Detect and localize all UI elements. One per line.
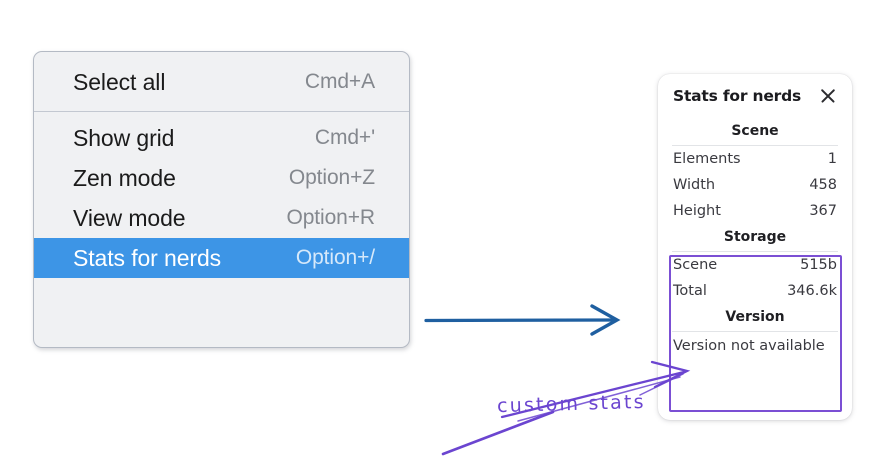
menu-item-show-grid[interactable]: Show grid Cmd+'	[34, 118, 409, 158]
stat-key: Scene	[673, 257, 718, 273]
menu-item-label: Stats for nerds	[73, 244, 222, 271]
stat-row-elements: Elements 1	[670, 146, 840, 172]
flow-arrow-icon	[424, 304, 621, 336]
menu-divider	[34, 111, 409, 112]
custom-stats-annotation-label: custom stats	[496, 390, 647, 418]
stat-row-storage-total: Total 346.6k	[670, 278, 840, 304]
stat-value: 458	[809, 177, 837, 193]
context-menu[interactable]: Select all Cmd+A Show grid Cmd+' Zen mod…	[33, 51, 410, 348]
menu-item-shortcut: Option+R	[286, 206, 375, 229]
stat-key: Height	[673, 203, 721, 219]
stat-row-height: Height 367	[670, 198, 840, 224]
section-heading-scene: Scene	[731, 123, 779, 139]
section-divider	[672, 331, 838, 332]
menu-item-label: Zen mode	[73, 164, 176, 191]
stats-for-nerds-panel[interactable]: Stats for nerds Scene Elements 1 Width 4…	[658, 74, 852, 420]
stat-key: Width	[673, 177, 716, 193]
version-note: Version not available	[673, 338, 825, 354]
menu-item-select-all[interactable]: Select all Cmd+A	[34, 62, 409, 102]
section-heading-storage: Storage	[723, 229, 787, 245]
menu-item-view-mode[interactable]: View mode Option+R	[34, 198, 409, 238]
section-divider	[672, 145, 838, 146]
stat-key: Elements	[673, 151, 741, 167]
stat-value: 367	[809, 203, 837, 219]
custom-stats-underline-stroke-icon	[441, 410, 555, 456]
menu-item-label: View mode	[73, 204, 186, 231]
stat-row-storage-scene: Scene 515b	[670, 252, 840, 278]
close-icon[interactable]	[818, 86, 838, 106]
stat-row-width: Width 458	[670, 172, 840, 198]
stat-value: 515b	[800, 257, 837, 273]
menu-item-shortcut: Cmd+A	[304, 70, 375, 93]
menu-item-stats-for-nerds[interactable]: Stats for nerds Option+/	[34, 238, 409, 278]
panel-titlebar: Stats for nerds	[670, 74, 840, 118]
menu-item-shortcut: Option+Z	[288, 166, 375, 189]
menu-item-shortcut: Cmd+'	[314, 126, 375, 149]
menu-item-label: Show grid	[73, 124, 175, 151]
stat-key: Total	[673, 283, 707, 299]
panel-title: Stats for nerds	[673, 87, 802, 105]
section-heading-version: Version	[725, 309, 785, 325]
menu-group-2: Show grid Cmd+' Zen mode Option+Z View m…	[34, 112, 409, 284]
stat-value: 346.6k	[787, 283, 837, 299]
menu-item-label: Select all	[73, 68, 166, 95]
section-divider	[672, 251, 838, 252]
menu-group-1: Select all Cmd+A	[34, 52, 409, 111]
stat-value: 1	[827, 151, 837, 167]
menu-item-shortcut: Option+/	[295, 246, 375, 269]
menu-item-zen-mode[interactable]: Zen mode Option+Z	[34, 158, 409, 198]
